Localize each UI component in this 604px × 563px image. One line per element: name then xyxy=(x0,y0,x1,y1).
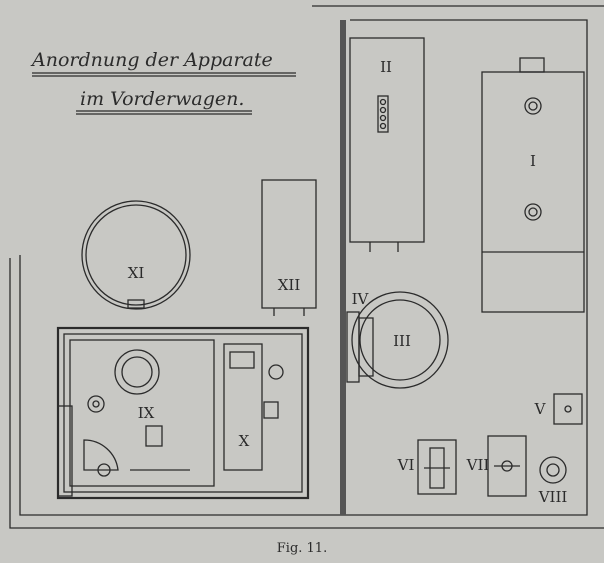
svg-text:IV: IV xyxy=(352,290,370,308)
figure-caption: Fig. 11. xyxy=(277,541,327,556)
svg-text:III: III xyxy=(393,332,411,350)
svg-text:IX: IX xyxy=(138,404,155,422)
apparatus-V: V xyxy=(534,393,583,425)
svg-text:X: X xyxy=(239,432,250,450)
svg-text:V: V xyxy=(534,400,547,418)
apparatus-IV: IV xyxy=(346,290,374,383)
apparatus-I: I xyxy=(481,57,585,313)
apparatus-IX: IX xyxy=(56,326,310,500)
partition-wall xyxy=(340,20,346,515)
apparatus-II: II xyxy=(349,37,425,252)
svg-text:II: II xyxy=(380,58,392,76)
svg-text:XII: XII xyxy=(278,276,301,294)
apparatus-XII: XII xyxy=(261,179,317,316)
svg-text:VIII: VIII xyxy=(538,488,568,506)
apparatus-VI: VI xyxy=(397,439,457,495)
svg-text:XI: XI xyxy=(128,264,145,282)
svg-text:VI: VI xyxy=(397,456,415,474)
svg-text:VII: VII xyxy=(466,456,490,474)
apparatus-III: III xyxy=(351,291,449,389)
title-line-2: im Vorderwagen. xyxy=(80,88,244,110)
apparatus-VII: VII xyxy=(466,435,527,497)
apparatus-VIII: VIII xyxy=(538,456,568,506)
svg-text:I: I xyxy=(530,152,536,170)
apparatus-XI: XI xyxy=(81,200,191,310)
apparatus-X: X xyxy=(223,343,284,471)
title-line-1: Anordnung der Apparate xyxy=(30,49,273,71)
vehicle-walls xyxy=(9,5,604,529)
